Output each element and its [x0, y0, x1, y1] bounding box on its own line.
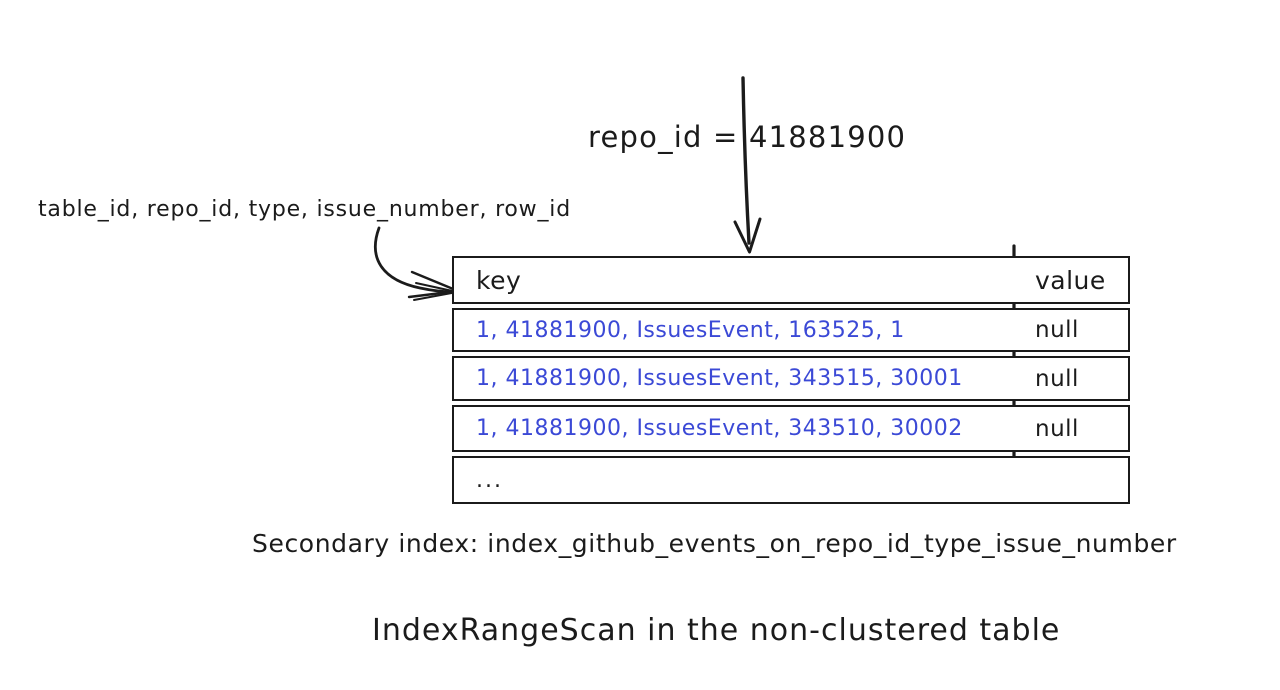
- table-row: 1, 41881900, IssuesEvent, 343510, 30002 …: [452, 405, 1130, 452]
- index-kv-table: key value 1, 41881900, IssuesEvent, 1635…: [452, 256, 1130, 504]
- header-cell-key: key: [476, 265, 522, 295]
- table-row-ellipsis: ...: [452, 456, 1130, 504]
- cell-value: null: [1035, 365, 1079, 392]
- cell-value: null: [1035, 415, 1079, 442]
- down-arrow-to-table: [733, 76, 762, 254]
- cell-value: null: [1035, 317, 1079, 343]
- table-header-row: key value: [452, 256, 1130, 304]
- predicate-label: repo_id = 41881900: [588, 120, 907, 154]
- curved-arrow-to-key-column: [373, 226, 460, 301]
- header-cell-value: value: [1035, 265, 1106, 295]
- table-row: 1, 41881900, IssuesEvent, 343515, 30001 …: [452, 356, 1130, 401]
- diagram-title-caption: IndexRangeScan in the non-clustered tabl…: [372, 613, 1061, 648]
- cell-key: 1, 41881900, IssuesEvent, 343515, 30001: [476, 366, 963, 391]
- index-columns-label: table_id, repo_id, type, issue_number, r…: [38, 197, 571, 222]
- cell-key: 1, 41881900, IssuesEvent, 343510, 30002: [476, 416, 963, 441]
- cell-key: 1, 41881900, IssuesEvent, 163525, 1: [476, 317, 905, 343]
- cell-key-ellipsis: ...: [476, 467, 503, 493]
- table-row: 1, 41881900, IssuesEvent, 163525, 1 null: [452, 308, 1130, 352]
- secondary-index-caption: Secondary index: index_github_events_on_…: [252, 529, 1177, 558]
